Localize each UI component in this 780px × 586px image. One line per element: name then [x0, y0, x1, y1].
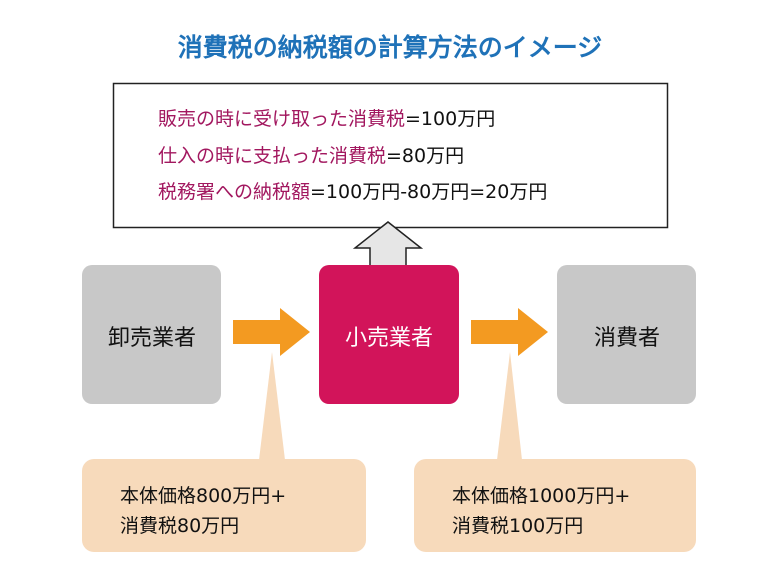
right-arrow-icon: [471, 308, 548, 356]
summary-label: 販売の時に受け取った消費税: [158, 108, 406, 130]
summary-value: =100万円: [405, 108, 496, 130]
note-right: 本体価格1000万円+ 消費税100万円: [452, 481, 630, 541]
summary-label: 仕入の時に支払った消費税: [158, 145, 387, 167]
summary-value: =100万円-80万円=20万円: [310, 181, 548, 203]
note-left-box: [82, 459, 366, 552]
retailer-label: 小売業者: [344, 326, 433, 351]
note-left: 本体価格800万円+ 消費税80万円: [120, 481, 286, 541]
note-right-box: [414, 459, 696, 552]
right-arrow-icon: [233, 308, 310, 356]
summary-value: =80万円: [386, 145, 465, 167]
summary-box: [112, 82, 669, 229]
callout-tail: [497, 352, 522, 460]
summary-line: 税務署への納税額=100万円-80万円=20万円: [158, 177, 547, 204]
note-line: 消費税100万円: [452, 515, 584, 537]
note-line: 本体価格1000万円+: [452, 485, 631, 507]
note-line: 消費税80万円: [120, 515, 240, 537]
consumer-box: [557, 265, 696, 404]
summary-label: 税務署への納税額: [158, 181, 311, 203]
retailer-box: [319, 265, 459, 404]
summary-line: 仕入の時に支払った消費税=80万円: [158, 141, 464, 168]
consumer-label: 消費者: [593, 326, 660, 351]
summary-line: 販売の時に受け取った消費税=100万円: [158, 104, 495, 131]
page-title: 消費税の納税額の計算方法のイメージ: [177, 33, 603, 62]
up-arrow-icon: [352, 221, 424, 267]
callout-tail: [259, 352, 285, 460]
wholesaler-label: 卸売業者: [107, 326, 196, 351]
wholesaler-box: [82, 265, 221, 404]
note-line: 本体価格800万円+: [120, 485, 287, 507]
